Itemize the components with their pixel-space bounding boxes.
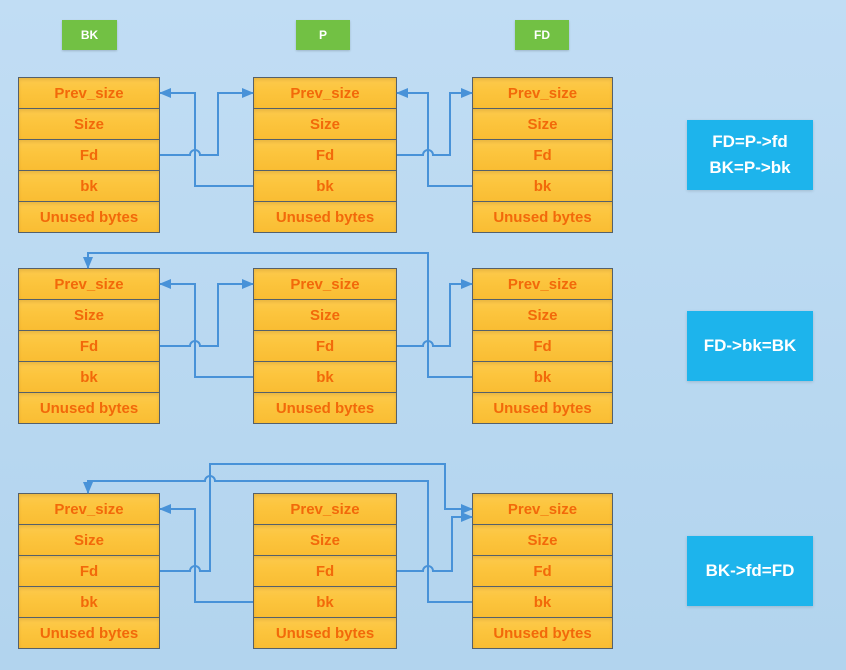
arrow-row2-p-bk-to-bk — [159, 279, 253, 378]
arrow-row1-bk-fd-to-p — [160, 88, 254, 156]
cell-prev-size: Prev_size — [18, 268, 160, 300]
cell-unused-bytes: Unused bytes — [18, 392, 160, 424]
cell-bk: bk — [253, 586, 397, 618]
chunk-fd-row3: Prev_size Size Fd bk Unused bytes — [472, 493, 613, 649]
chunk-fd-row1: Prev_size Size Fd bk Unused bytes — [472, 77, 613, 233]
cell-unused-bytes: Unused bytes — [253, 201, 397, 233]
cell-bk: bk — [472, 586, 613, 618]
annotation-row3-line1: BK->fd=FD — [705, 561, 795, 580]
chunk-p-row3: Prev_size Size Fd bk Unused bytes — [253, 493, 397, 649]
cell-size: Size — [472, 108, 613, 140]
chunk-label-fd: FD — [515, 20, 569, 50]
cell-size: Size — [472, 524, 613, 556]
cell-bk: bk — [472, 170, 613, 202]
cell-unused-bytes: Unused bytes — [18, 201, 160, 233]
arrow-row1-p-bk-to-bk — [159, 88, 253, 187]
chunk-label-bk: BK — [62, 20, 117, 50]
cell-fd: Fd — [18, 555, 160, 587]
annotation-row3: BK->fd=FD — [687, 536, 813, 606]
annotation-row1-line2: BK=P->bk — [709, 158, 791, 177]
cell-unused-bytes: Unused bytes — [253, 617, 397, 649]
annotation-row2: FD->bk=BK — [687, 311, 813, 381]
cell-unused-bytes: Unused bytes — [472, 392, 613, 424]
cell-prev-size: Prev_size — [253, 493, 397, 525]
arrow-row3-p-fd-to-fd — [397, 512, 473, 572]
arrow-row1-fd-bk-to-p — [396, 88, 472, 187]
annotation-row2-line1: FD->bk=BK — [703, 336, 797, 355]
cell-size: Size — [472, 299, 613, 331]
chunk-bk-row2: Prev_size Size Fd bk Unused bytes — [18, 268, 160, 424]
cell-prev-size: Prev_size — [472, 493, 613, 525]
cell-unused-bytes: Unused bytes — [253, 392, 397, 424]
arrow-row3-fd-bk-to-bk — [83, 475, 472, 603]
chunk-bk-row3: Prev_size Size Fd bk Unused bytes — [18, 493, 160, 649]
arrow-row2-bk-fd-to-p — [160, 279, 254, 347]
cell-fd: Fd — [253, 139, 397, 171]
arrow-row2-fd-bk-to-bk — [83, 252, 472, 378]
cell-bk: bk — [18, 361, 160, 393]
chunk-bk-row1: Prev_size Size Fd bk Unused bytes — [18, 77, 160, 233]
chunk-p-row1: Prev_size Size Fd bk Unused bytes — [253, 77, 397, 233]
cell-unused-bytes: Unused bytes — [472, 201, 613, 233]
arrow-row1-p-fd-to-fd — [397, 88, 473, 156]
cell-fd: Fd — [18, 139, 160, 171]
annotation-row1-line1: FD=P->fd — [712, 132, 788, 151]
cell-fd: Fd — [472, 139, 613, 171]
cell-prev-size: Prev_size — [472, 77, 613, 109]
cell-fd: Fd — [472, 330, 613, 362]
cell-prev-size: Prev_size — [472, 268, 613, 300]
arrow-row3-bk-fd-to-fd — [160, 463, 473, 572]
cell-unused-bytes: Unused bytes — [18, 617, 160, 649]
cell-size: Size — [18, 108, 160, 140]
chunk-label-p: P — [296, 20, 350, 50]
cell-size: Size — [253, 108, 397, 140]
arrow-row3-p-bk-to-bk — [159, 504, 253, 603]
arrow-row2-p-fd-to-fd — [397, 279, 473, 347]
cell-bk: bk — [253, 170, 397, 202]
cell-prev-size: Prev_size — [253, 268, 397, 300]
cell-unused-bytes: Unused bytes — [472, 617, 613, 649]
cell-fd: Fd — [253, 555, 397, 587]
cell-bk: bk — [18, 170, 160, 202]
chunk-p-row2: Prev_size Size Fd bk Unused bytes — [253, 268, 397, 424]
chunk-fd-row2: Prev_size Size Fd bk Unused bytes — [472, 268, 613, 424]
annotation-row1: FD=P->fd BK=P->bk — [687, 120, 813, 190]
